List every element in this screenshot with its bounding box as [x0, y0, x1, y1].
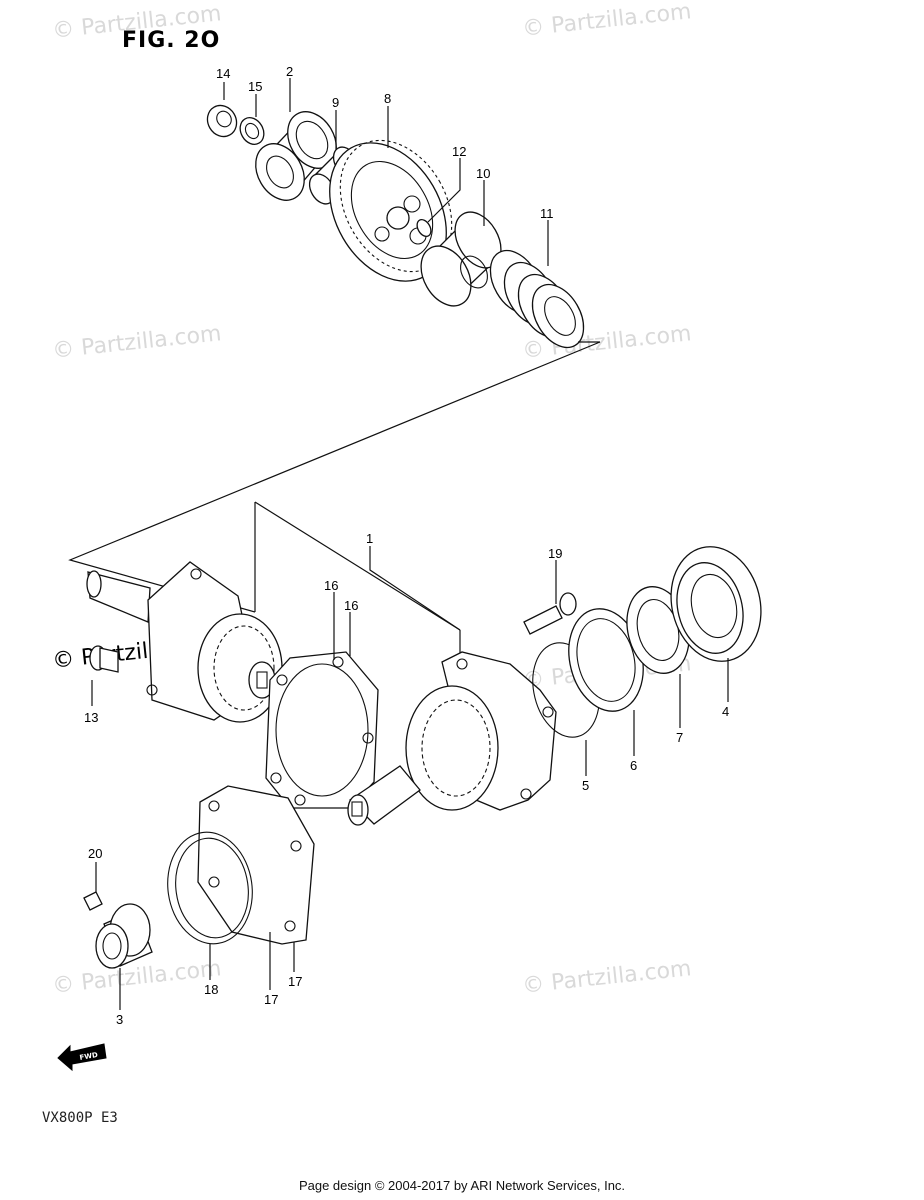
- callout-18: 18: [204, 982, 218, 997]
- copyright-footer: Page design © 2004-2017 by ARI Network S…: [298, 1178, 626, 1193]
- callout-16: 16: [324, 578, 338, 593]
- callout-17: 17: [264, 992, 278, 1007]
- callout-2: 2: [286, 64, 293, 79]
- part-19-bolt[interactable]: [523, 592, 577, 635]
- part-12-pin[interactable]: [414, 217, 433, 239]
- callout-11: 11: [540, 206, 554, 221]
- part-1-bevel-gear-housing[interactable]: [86, 561, 283, 723]
- part-4-lock-nut[interactable]: [659, 537, 772, 671]
- callout-13: 13: [84, 710, 98, 725]
- callout-20: 20: [88, 846, 102, 861]
- callout-6: 6: [630, 758, 637, 773]
- part-6-seal[interactable]: [558, 601, 653, 719]
- part-14-nut[interactable]: [202, 100, 242, 142]
- callout-1: 1: [366, 531, 373, 546]
- part-15-washer[interactable]: [235, 113, 268, 148]
- callout-19: 19: [548, 546, 562, 561]
- part-2-bearing[interactable]: [246, 103, 346, 209]
- callout-15: 15: [248, 79, 262, 94]
- callout-7: 7: [676, 730, 683, 745]
- part-13-bolt[interactable]: [89, 645, 119, 673]
- part-8-driven-gear[interactable]: [306, 120, 474, 302]
- part-20-pin[interactable]: [83, 891, 103, 911]
- part-11-spring[interactable]: [480, 242, 594, 357]
- callout-5: 5: [582, 778, 589, 793]
- callout-10: 10: [476, 166, 490, 181]
- callout-16: 16: [344, 598, 358, 613]
- part-18-o-ring[interactable]: [161, 827, 260, 950]
- callout-12: 12: [452, 144, 466, 159]
- part-16-gasket[interactable]: [265, 651, 379, 809]
- callout-4: 4: [722, 704, 729, 719]
- part-1-output-housing[interactable]: [347, 651, 557, 826]
- callout-14: 14: [216, 66, 230, 81]
- callout-3: 3: [116, 1012, 123, 1027]
- part-3-bearing[interactable]: [95, 903, 153, 969]
- model-code: VX800P E3: [42, 1110, 118, 1126]
- forward-label: FWD: [79, 1051, 99, 1062]
- figure-title: FIG. 2O: [122, 28, 221, 53]
- forward-arrow-icon: FWD: [57, 1043, 107, 1072]
- callout-17: 17: [288, 974, 302, 989]
- part-17-cover-gasket[interactable]: [197, 785, 315, 945]
- callout-9: 9: [332, 95, 339, 110]
- callout-8: 8: [384, 91, 391, 106]
